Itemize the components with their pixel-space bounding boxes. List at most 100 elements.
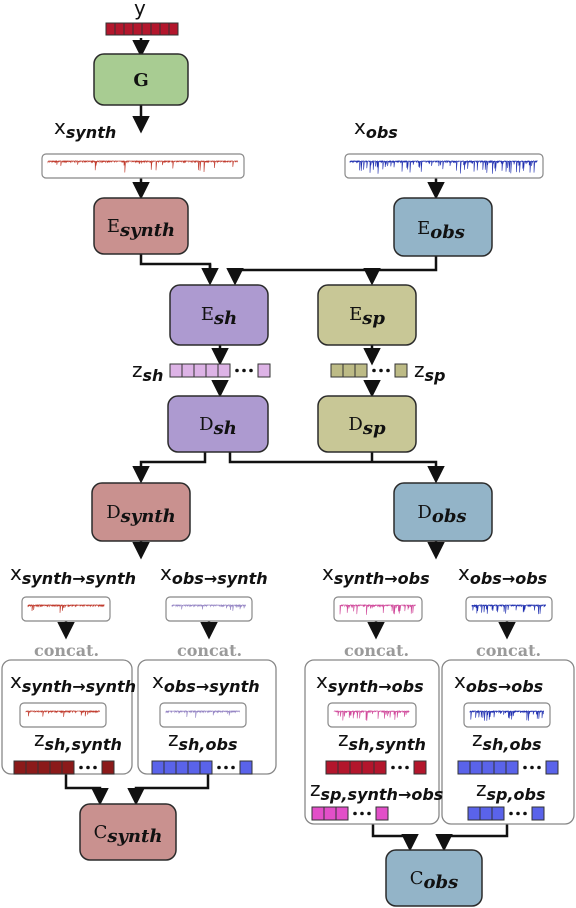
ellipsis-dot <box>231 765 235 770</box>
vector-cell <box>168 22 179 36</box>
waveform <box>25 709 100 717</box>
x-ss-signal-box <box>21 596 111 622</box>
ellipsis-dot <box>516 811 520 816</box>
x-ss-signal <box>27 603 105 613</box>
g2-signal <box>165 709 240 718</box>
waveform <box>27 603 105 613</box>
vector-cell <box>323 806 337 821</box>
x-so-signal-box <box>333 596 423 622</box>
g3-z1-sub: sh,synth <box>349 735 426 754</box>
d-sh-main: D <box>199 414 213 435</box>
svg-text:Dsh: Dsh <box>199 414 237 439</box>
g4-z1-main: z <box>472 727 483 751</box>
vector-cell <box>335 806 349 821</box>
x-os-signal <box>171 603 246 611</box>
y-label: y <box>134 0 146 20</box>
vector-cell <box>467 806 481 821</box>
g4-z2-main: z <box>476 777 487 801</box>
g3-signal <box>333 709 410 721</box>
svg-text:zsp,synth→obs: zsp,synth→obs <box>310 777 443 804</box>
d-synth-node: Dsynth <box>91 482 191 542</box>
vector-cell <box>337 760 351 775</box>
c-obs-main: C <box>410 868 424 889</box>
vector-cell <box>105 22 116 36</box>
g3-z2-sub: sp,synth→obs <box>321 785 444 804</box>
g4-signal-box <box>463 702 551 728</box>
g2-z-sub: sh,obs <box>179 735 238 754</box>
x-oo-signal <box>471 603 546 615</box>
svg-text:Csynth: Csynth <box>94 822 163 847</box>
svg-text:Esynth: Esynth <box>107 216 175 241</box>
svg-text:xobs→obs: xobs→obs <box>458 561 547 588</box>
arrow-dsh-to-dsynth <box>132 446 207 484</box>
x-oo-sub: obs→obs <box>470 569 547 588</box>
e-sh-node: Esh <box>169 284 269 346</box>
svg-text:Dsp: Dsp <box>348 414 386 439</box>
e-sh-sub: sh <box>213 308 237 329</box>
x-obs-signal-box <box>344 153 544 179</box>
vector-cell <box>493 760 507 775</box>
waveform <box>333 709 410 721</box>
vector-cell-last <box>239 760 253 775</box>
g2-x-main: x <box>152 669 164 693</box>
svg-text:xsynth→obs: xsynth→obs <box>316 669 424 696</box>
vector-cell <box>342 363 356 378</box>
waveform <box>171 603 246 611</box>
vector-cell-last <box>394 363 408 378</box>
g4-x-sub: obs→obs <box>466 677 543 696</box>
waveform <box>47 159 238 173</box>
g3-z-sh-vector <box>325 760 427 775</box>
x-obs-signal <box>349 159 538 174</box>
z-sp-main: z <box>414 358 425 382</box>
svg-text:xsynth→synth: xsynth→synth <box>10 561 136 588</box>
x-so-sub: synth→obs <box>334 569 430 588</box>
g1-z-vector <box>13 760 115 775</box>
ellipsis-dot <box>391 765 395 770</box>
z-sp-vector <box>330 363 408 378</box>
vector-cell <box>479 806 493 821</box>
vector-cell <box>175 760 189 775</box>
arrow-group1-to-csynth <box>64 774 109 806</box>
z-sh-main: z <box>132 358 143 382</box>
vector-cell <box>349 760 363 775</box>
vector-cell <box>193 363 207 378</box>
ellipsis-dot <box>235 368 239 373</box>
g-label: G <box>133 70 148 91</box>
vector-cell <box>141 22 152 36</box>
g2-z-vector <box>151 760 253 775</box>
vector-cell <box>150 22 161 36</box>
vector-cell <box>505 760 519 775</box>
vector-cell <box>481 760 495 775</box>
vector-cell <box>159 22 170 36</box>
x-os-sub: obs→synth <box>172 569 268 588</box>
d-sh-sub: sh <box>213 418 237 439</box>
ellipsis-dot <box>353 811 357 816</box>
vector-cell <box>469 760 483 775</box>
svg-text:zsh,obs: zsh,obs <box>168 727 237 754</box>
z-sh-sub: sh <box>143 366 164 385</box>
waveform <box>471 603 546 615</box>
vector-cell-last <box>257 363 271 378</box>
d-obs-sub: obs <box>432 506 467 527</box>
arrow-esynth-to-esh <box>139 252 219 286</box>
e-sp-sub: sp <box>361 308 385 329</box>
vector-cell <box>49 760 63 775</box>
svg-text:xobs→synth: xobs→synth <box>160 561 268 588</box>
e-obs-main: E <box>417 218 430 239</box>
ellipsis-dot <box>249 368 253 373</box>
e-synth-sub: synth <box>119 220 175 241</box>
vector-cell <box>25 760 39 775</box>
vector-cell <box>163 760 177 775</box>
vector-cell <box>132 22 143 36</box>
vector-cell <box>61 760 75 775</box>
x-ss-main: x <box>10 561 22 585</box>
e-sp-main: E <box>349 304 362 325</box>
svg-text:Dobs: Dobs <box>417 502 466 527</box>
d-sh-node: Dsh <box>167 395 269 453</box>
y-vector <box>105 22 179 36</box>
g1-z-main: z <box>34 727 45 751</box>
waveform <box>339 603 416 615</box>
z-sp-sub: sp <box>425 366 446 385</box>
vector-cell-last <box>545 760 559 775</box>
svg-text:Dsynth: Dsynth <box>106 502 176 527</box>
